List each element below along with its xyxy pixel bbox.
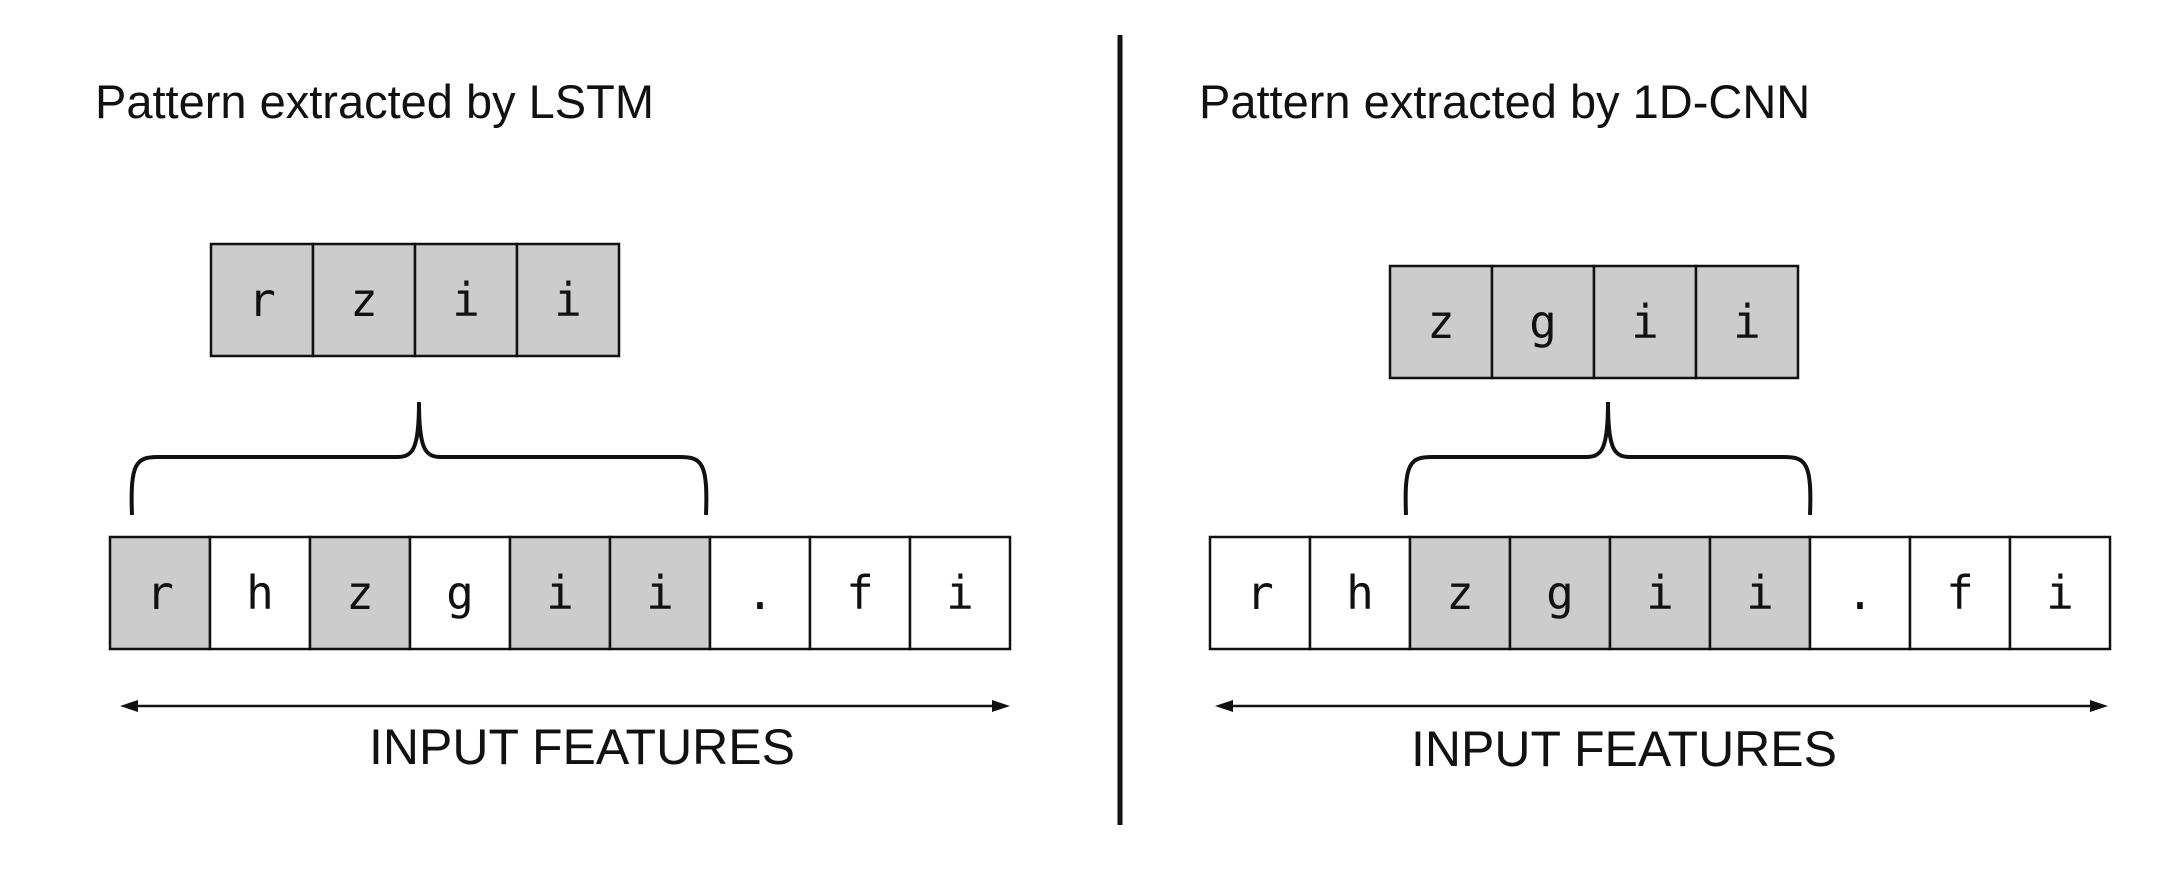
cnn-pattern-cell-0-box xyxy=(1388,264,1494,380)
lstm-input-cell-1-char: h xyxy=(246,566,274,620)
cnn-input-cell-8-box xyxy=(2008,535,2112,651)
lstm-input-cell-3-box xyxy=(408,535,512,651)
lstm-input-cell-2-char: z xyxy=(346,566,374,620)
cnn-input-cell-3-box xyxy=(1508,535,1612,651)
cnn-input-cell-4-box xyxy=(1608,535,1712,651)
cnn-input-cell-0-char: r xyxy=(1246,566,1274,620)
cnn-input-cell-8-char: i xyxy=(2046,566,2074,620)
lstm-input-cell-4-char: i xyxy=(546,566,574,620)
lstm-input-arrow-left-arrowhead xyxy=(120,700,138,712)
cnn-pattern-cell-3-char: i xyxy=(1733,295,1761,349)
cnn-input-arrow-left-arrowhead xyxy=(1215,700,1233,712)
lstm-pattern-cell-3-char: i xyxy=(554,273,582,327)
lstm-pattern-cell-1-box xyxy=(311,242,417,358)
lstm-input-cell-7-box xyxy=(808,535,912,651)
cnn-input-cell-5-char: i xyxy=(1746,566,1774,620)
cnn-input-cell-4-char: i xyxy=(1646,566,1674,620)
lstm-input-cell-5-box xyxy=(608,535,712,651)
cnn-input-cell-6-char: . xyxy=(1846,566,1874,620)
lstm-pattern-cell-3-box xyxy=(515,242,621,358)
lstm-input-cell-8-box xyxy=(908,535,1012,651)
cnn-panel-title: Pattern extracted by 1D-CNN xyxy=(1199,75,1811,128)
cnn-pattern-cell-3-box xyxy=(1694,264,1800,380)
lstm-input-cell-2-box xyxy=(308,535,412,651)
cnn-input-cell-2-char: z xyxy=(1446,566,1474,620)
cnn-pattern-cell-1-char: g xyxy=(1529,295,1557,349)
lstm-input-cell-0-box xyxy=(108,535,212,651)
cnn-pattern-cell-0-char: z xyxy=(1427,295,1455,349)
lstm-input-cell-3-char: g xyxy=(446,566,474,620)
cnn-input-cell-1-char: h xyxy=(1346,566,1374,620)
lstm-input-cell-7-char: f xyxy=(846,566,874,620)
lstm-pattern-cell-2-char: i xyxy=(452,273,480,327)
cnn-pattern-cell-1-box xyxy=(1490,264,1596,380)
lstm-input-arrow-right-arrowhead xyxy=(992,700,1010,712)
lstm-pattern-cell-0-char: r xyxy=(248,273,276,327)
cnn-input-arrow-right-arrowhead xyxy=(2090,700,2108,712)
lstm-brace xyxy=(129,401,709,516)
cnn-brace xyxy=(1403,401,1813,516)
lstm-input-cell-6-char: . xyxy=(746,566,774,620)
lstm-input-cell-0-char: r xyxy=(146,566,174,620)
lstm-input-cell-5-char: i xyxy=(646,566,674,620)
cnn-input-cell-2-box xyxy=(1408,535,1512,651)
lstm-pattern-cell-2-box xyxy=(413,242,519,358)
lstm-input-cell-1-box xyxy=(208,535,312,651)
cnn-input-cell-7-char: f xyxy=(1946,566,1974,620)
cnn-pattern-cell-2-box xyxy=(1592,264,1698,380)
cnn-pattern-cell-2-char: i xyxy=(1631,295,1659,349)
lstm-panel-title: Pattern extracted by LSTM xyxy=(95,75,655,128)
lstm-input-cell-8-char: i xyxy=(946,566,974,620)
lstm-input-features-label: INPUT FEATURES xyxy=(369,719,795,775)
lstm-input-cell-4-box xyxy=(508,535,612,651)
cnn-input-cell-5-box xyxy=(1708,535,1812,651)
lstm-pattern-cell-0-box xyxy=(209,242,315,358)
cnn-input-cell-3-char: g xyxy=(1546,566,1574,620)
cnn-input-features-label: INPUT FEATURES xyxy=(1411,721,1837,777)
cnn-input-cell-6-box xyxy=(1808,535,1912,651)
lstm-pattern-cell-1-char: z xyxy=(350,273,378,327)
